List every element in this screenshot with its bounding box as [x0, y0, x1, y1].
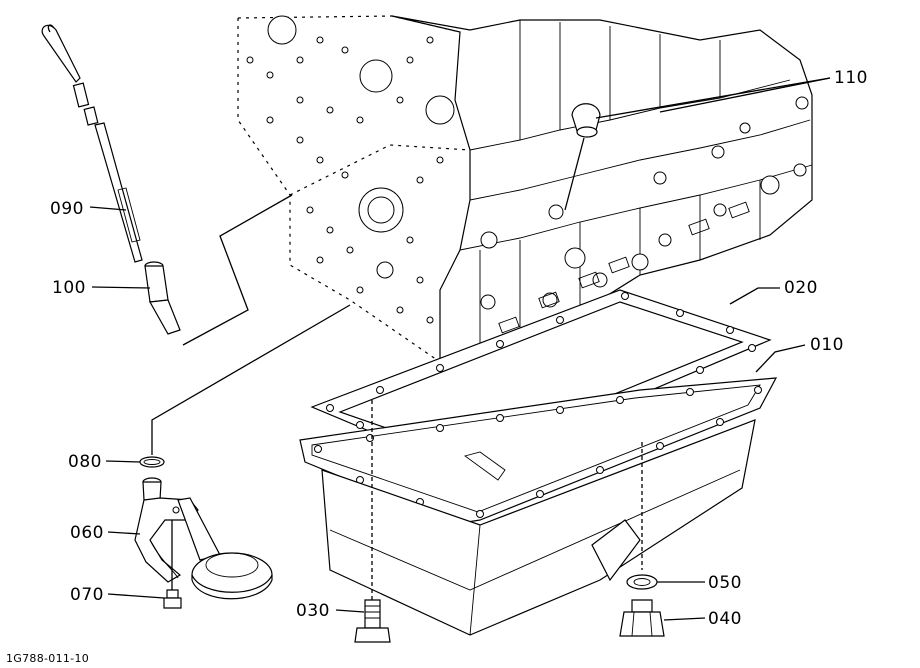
leader-080 — [105, 460, 141, 463]
callout-010: 010 — [810, 335, 844, 355]
callout-050: 050 — [708, 573, 742, 593]
callout-labels: 110 090 100 020 010 080 060 070 030 050 … — [50, 68, 868, 629]
cup-plug — [564, 103, 601, 211]
drawing-code: 1G788-011-10 — [6, 652, 89, 665]
leader-060 — [107, 531, 141, 535]
leader-110b — [659, 77, 831, 113]
guide-lead-line — [182, 194, 293, 346]
engine-block — [237, 15, 813, 400]
block-face-outline — [237, 18, 441, 363]
oil-pan — [299, 377, 778, 636]
leader-030 — [335, 609, 365, 613]
o-ring-lead-line — [151, 304, 351, 455]
pan-bolt — [354, 400, 391, 643]
leader-090 — [89, 206, 127, 211]
drain-plug — [619, 599, 665, 637]
block-face-holes — [246, 36, 444, 324]
leader-lines — [89, 77, 831, 621]
oil-dipstick — [41, 24, 143, 263]
leader-110a — [595, 77, 831, 119]
leader-070 — [107, 593, 165, 599]
leader-020 — [729, 287, 780, 305]
drain-gasket — [626, 442, 658, 590]
callout-080: 080 — [68, 452, 102, 472]
strainer-bolt — [163, 520, 182, 609]
dipstick-guide — [144, 261, 181, 335]
callout-020: 020 — [784, 278, 818, 298]
oil-strainer — [134, 477, 273, 600]
callout-100: 100 — [52, 278, 86, 298]
leader-100 — [91, 286, 151, 289]
callout-090: 090 — [50, 199, 84, 219]
o-ring — [139, 456, 165, 468]
callout-040: 040 — [708, 609, 742, 629]
callout-030: 030 — [296, 601, 330, 621]
callout-110: 110 — [834, 68, 868, 88]
callout-060: 060 — [70, 523, 104, 543]
leader-040 — [663, 617, 706, 621]
leader-010 — [755, 344, 806, 373]
callout-070: 070 — [70, 585, 104, 605]
